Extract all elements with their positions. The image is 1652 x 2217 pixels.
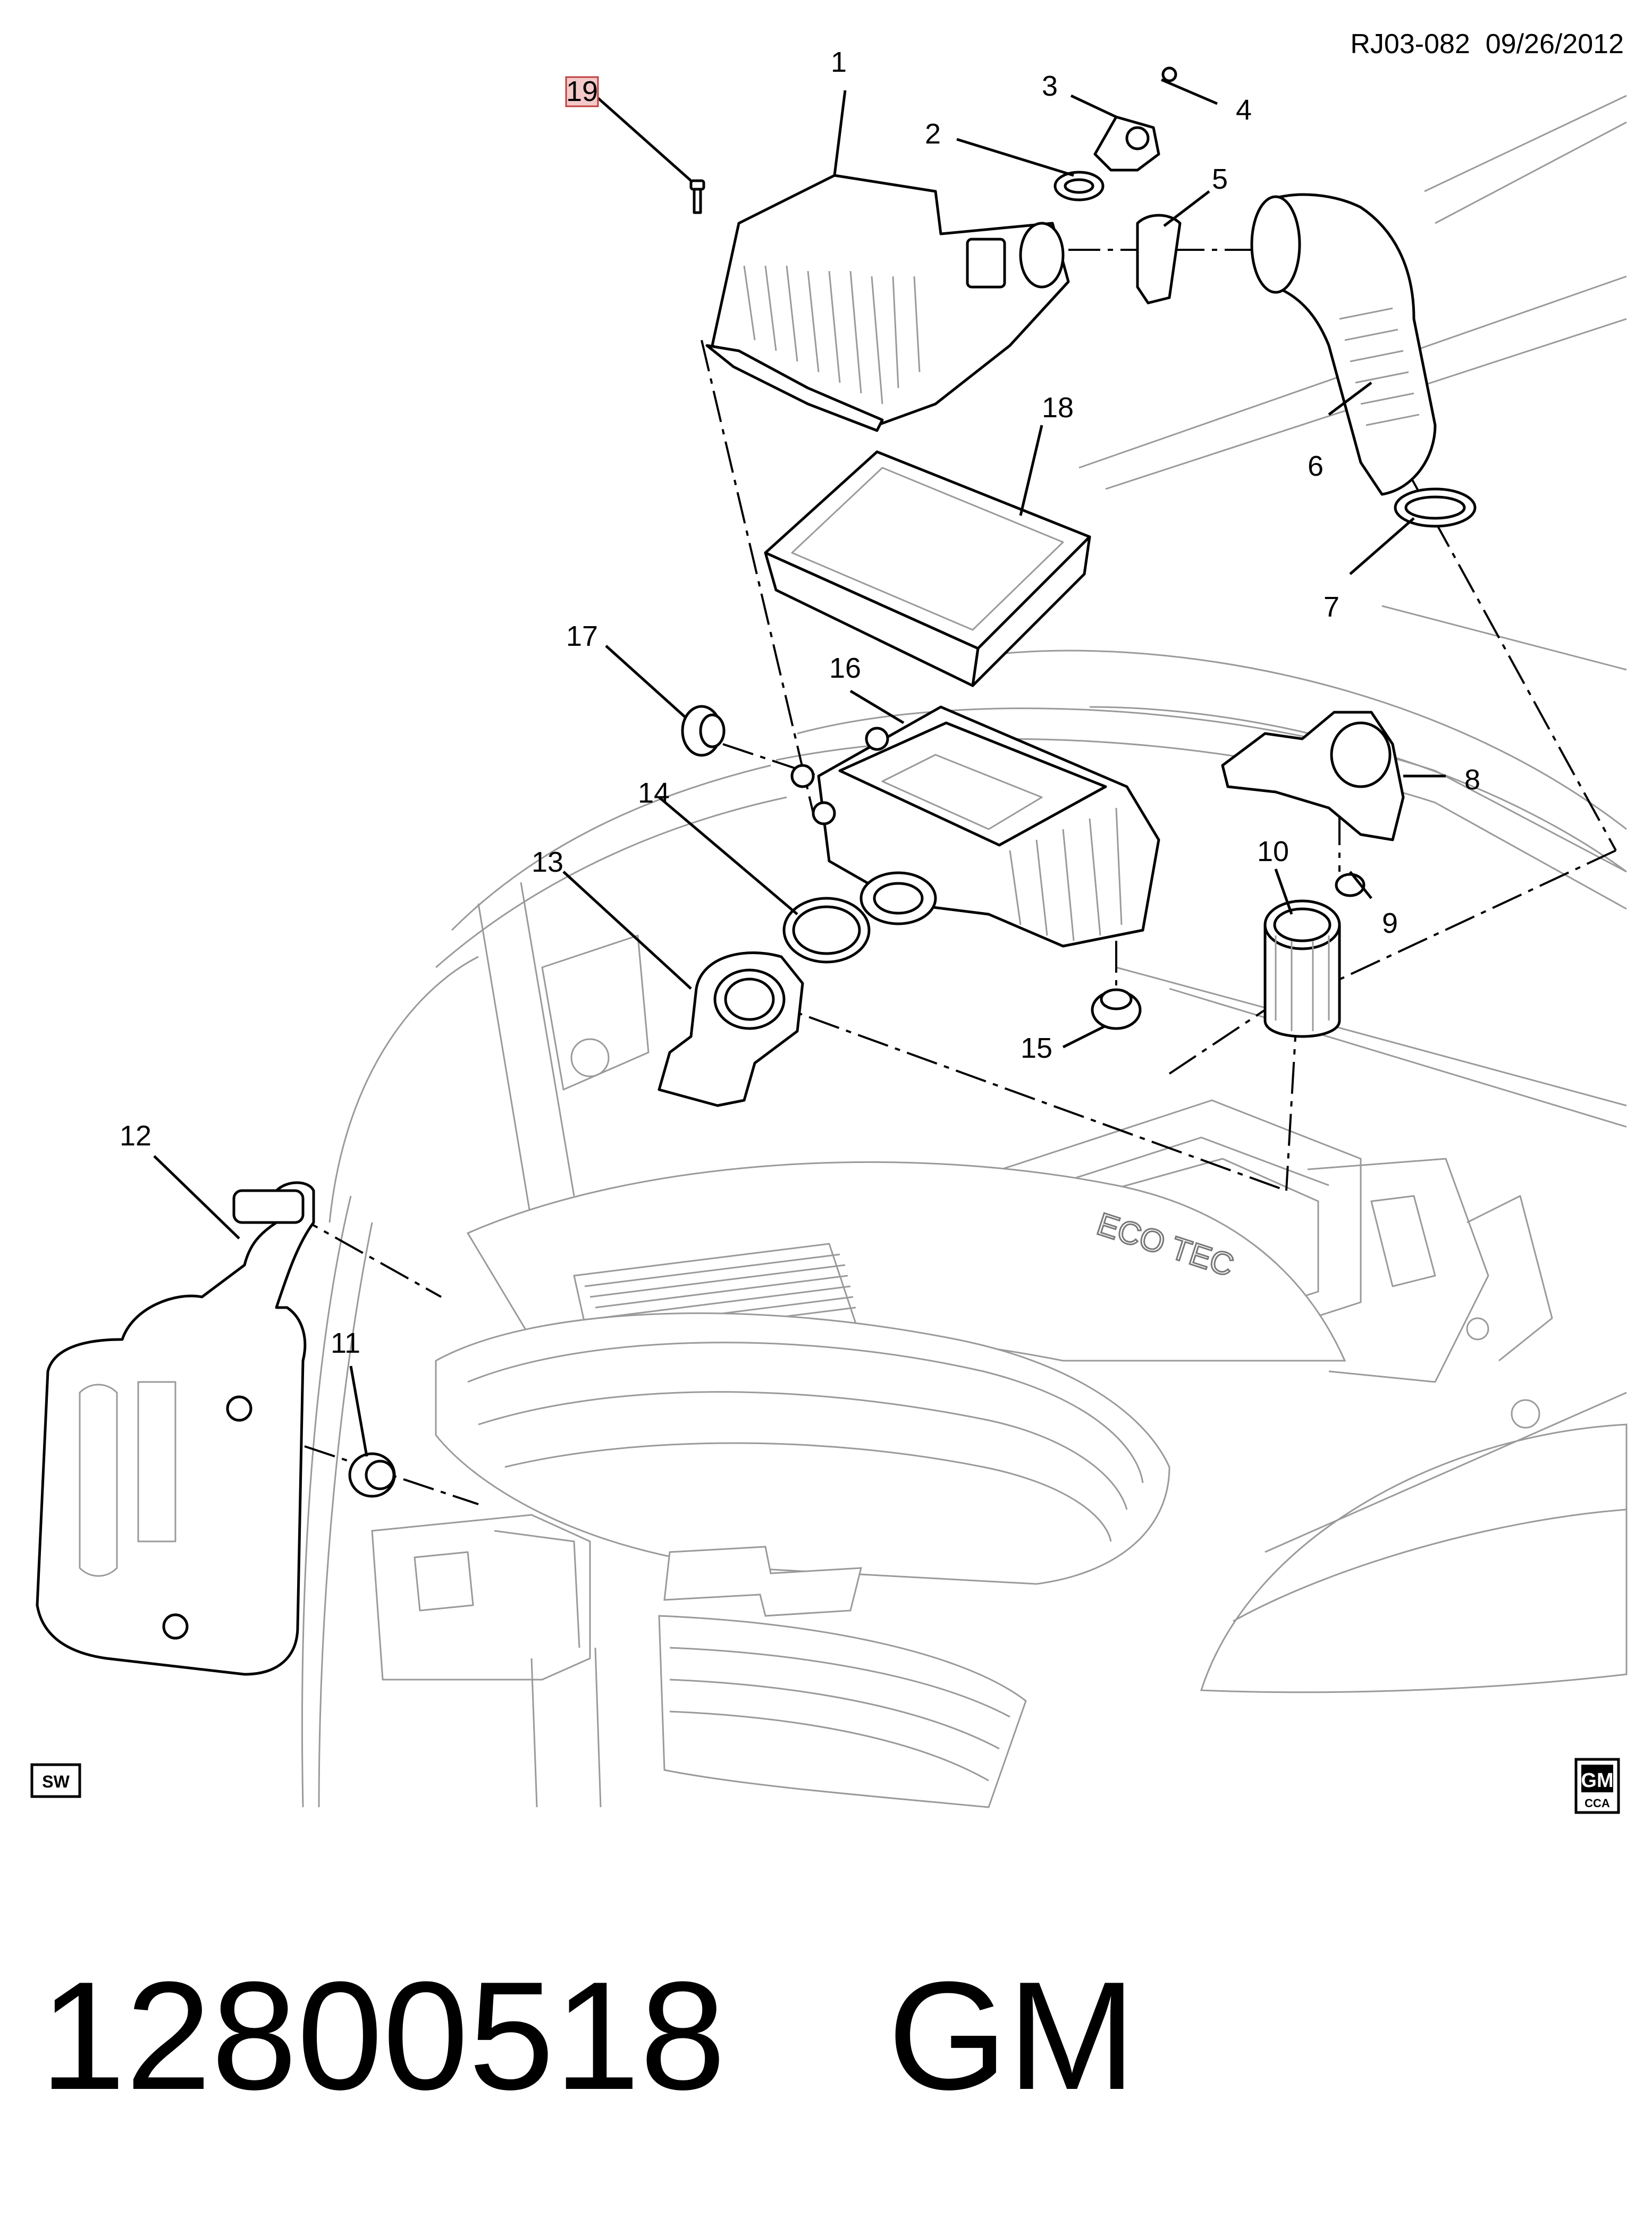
callout-3: 3	[1042, 70, 1058, 102]
callout-7: 7	[1324, 591, 1339, 623]
callout-1: 1	[831, 46, 847, 78]
part-8-resonator	[1221, 711, 1405, 841]
part-3-mass-airflow-sensor	[1093, 115, 1160, 172]
sw-label: SW	[42, 1772, 70, 1791]
callout-10: 10	[1257, 836, 1289, 867]
leader-lines	[153, 78, 1446, 1457]
part-7-clamp	[1394, 487, 1477, 528]
part-5-clamp	[1136, 214, 1182, 305]
gm-logo-text: GM	[1581, 1769, 1613, 1792]
part-17-grommet	[681, 705, 726, 757]
part-4-screw	[1161, 66, 1177, 82]
part-16-air-cleaner-lower-housing	[790, 705, 1160, 948]
callout-11: 11	[331, 1327, 360, 1359]
callout-8: 8	[1464, 764, 1480, 796]
callout-14: 14	[638, 777, 670, 809]
callout-2: 2	[925, 118, 941, 150]
part-10-coupler	[1263, 899, 1341, 1038]
callout-6: 6	[1308, 450, 1324, 482]
drawing-reference: RJ03-082 09/26/2012	[1350, 29, 1624, 60]
part-number: 12800518	[40, 1950, 726, 2122]
part-15-grommet	[1091, 988, 1142, 1030]
callout-labels: 1 2 3 4 5 6 7 8 9 10 11 12 13 14 15 16 1…	[120, 46, 1480, 1359]
callout-13: 13	[532, 846, 563, 878]
callout-16: 16	[829, 652, 861, 684]
part-12-resonator	[36, 1181, 315, 1676]
sw-view-box: SW	[30, 1763, 81, 1798]
part-18-air-filter-element	[764, 450, 1091, 687]
part-2-sensor-seal	[1053, 171, 1105, 201]
part-11-grommet	[348, 1452, 396, 1498]
callout-4: 4	[1236, 94, 1252, 126]
part-13-duct	[658, 951, 804, 1107]
part-14-seal	[782, 897, 871, 964]
gm-logo-subtext: CCA	[1584, 1797, 1610, 1810]
callout-19-highlight	[565, 76, 599, 107]
callout-17: 17	[566, 620, 598, 652]
vehicle-background-linework	[301, 95, 1628, 1808]
gm-logo: GM CCA	[1574, 1758, 1620, 1814]
callout-9: 9	[1382, 907, 1398, 939]
brand-label: GM	[888, 1950, 1136, 2122]
callout-18: 18	[1042, 392, 1074, 424]
callout-19: 19	[566, 75, 598, 107]
part-6-air-intake-duct	[1250, 193, 1437, 496]
part-1-air-cleaner-upper-housing	[705, 174, 1070, 432]
callout-12: 12	[120, 1120, 151, 1152]
callout-15: 15	[1021, 1032, 1052, 1064]
part-19-bolt	[689, 179, 705, 214]
callout-5: 5	[1212, 163, 1228, 195]
